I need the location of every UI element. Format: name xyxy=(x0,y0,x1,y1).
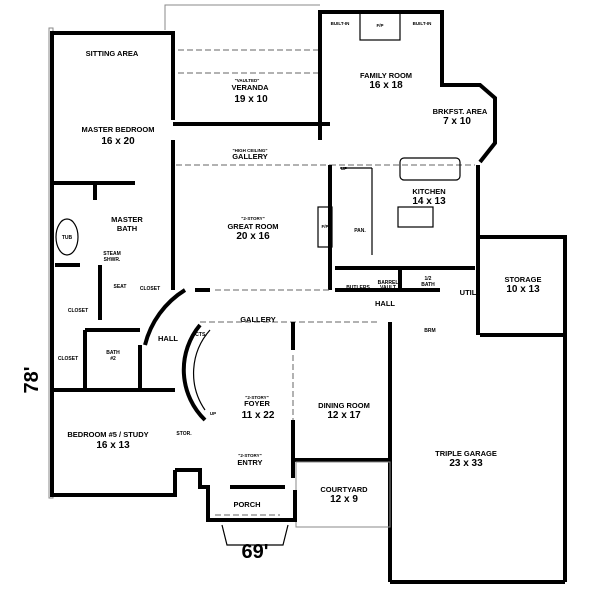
entry-label: ENTRY xyxy=(237,458,262,467)
master-bedroom-size: 16 x 20 xyxy=(101,136,135,147)
family-room-size: 16 x 18 xyxy=(369,80,403,91)
veranda-note: "VAULTED" xyxy=(235,78,260,83)
fireplace-great-label: F/P xyxy=(321,224,328,229)
steam-shower-label-2: SHWR. xyxy=(104,257,121,263)
great-room-label: GREAT ROOM xyxy=(227,222,278,231)
master-bath-label-2: BATH xyxy=(117,224,137,233)
garage-size: 23 x 33 xyxy=(449,458,483,469)
dining-room-size: 12 x 17 xyxy=(327,410,361,421)
great-room-size: 20 x 16 xyxy=(236,231,270,242)
barrel-vault-label: BARREL xyxy=(378,280,399,286)
sitting-area-label: SITTING AREA xyxy=(86,49,139,58)
closet-1-label: CLOSET xyxy=(140,286,160,292)
builtin-left-label: BUILT-IN xyxy=(331,21,350,26)
porch-label: PORCH xyxy=(233,500,260,509)
closet-3-label: CLOSET xyxy=(58,356,78,362)
barrel-vault-label-2: VAULT xyxy=(380,285,396,291)
stor-label: STOR. xyxy=(176,431,192,437)
depth-dimension: 78' xyxy=(21,366,43,393)
builtin-right-label: BUILT-IN xyxy=(413,21,432,26)
util-label: UTIL xyxy=(460,288,477,297)
half-bath-label: 1/2 xyxy=(425,276,432,282)
breakfast-size: 7 x 10 xyxy=(443,116,471,127)
butlers-label: BUTLERS xyxy=(346,285,370,291)
kitchen-size: 14 x 13 xyxy=(412,196,446,207)
foyer-size: 11 x 22 xyxy=(242,410,275,421)
foyer-label: FOYER xyxy=(244,399,270,408)
steam-shower-label: STEAM xyxy=(103,251,121,257)
gallery-top-note: "HIGH CEILING" xyxy=(232,148,267,153)
veranda-size: 19 x 10 xyxy=(234,94,268,105)
up-stair-label: UP xyxy=(210,411,216,416)
fireplace-family-label: F/P xyxy=(376,23,383,28)
entry-note: "2-STORY" xyxy=(238,453,262,458)
gallery-top-label: GALLERY xyxy=(232,152,268,161)
veranda-label: VERANDA xyxy=(231,83,269,92)
gallery-mid-label: GALLERY xyxy=(240,315,276,324)
brm-label: BRM xyxy=(424,328,435,334)
foyer-note: "2-STORY" xyxy=(245,395,269,400)
master-bedroom-label: MASTER BEDROOM xyxy=(82,125,155,134)
half-bath-label-2: BATH xyxy=(421,282,435,288)
breakfast-label: BRKFST. AREA xyxy=(433,107,488,116)
pantry-label: PAN. xyxy=(354,228,366,234)
courtyard-size: 12 x 9 xyxy=(330,494,358,505)
up-top-label: UP xyxy=(341,166,347,171)
storage-label: STORAGE xyxy=(505,275,542,284)
storage-size: 10 x 13 xyxy=(506,284,540,295)
master-bath-label: MASTER xyxy=(111,215,143,224)
kitchen-label: KITCHEN xyxy=(412,187,445,196)
bedroom5-label: BEDROOM #5 / STUDY xyxy=(67,430,148,439)
dining-room-label: DINING ROOM xyxy=(318,401,370,410)
hall-left-label: HALL xyxy=(158,334,178,343)
family-room-label: FAMILY ROOM xyxy=(360,71,412,80)
tub-label: TUB xyxy=(62,235,73,241)
garage-label: TRIPLE GARAGE xyxy=(435,449,497,458)
seat-label: SEAT xyxy=(114,284,127,290)
bath2-label: BATH xyxy=(106,350,120,356)
width-dimension: 69' xyxy=(241,541,268,563)
courtyard-label: COURTYARD xyxy=(320,485,368,494)
bedroom5-size: 16 x 13 xyxy=(96,440,130,451)
hall-right-label: HALL xyxy=(375,299,395,308)
great-room-note: "2-STORY" xyxy=(241,216,265,221)
bath2-label-2: #2 xyxy=(110,356,116,362)
cts-label: CTS. xyxy=(195,332,207,338)
closet-2-label: CLOSET xyxy=(68,308,88,314)
